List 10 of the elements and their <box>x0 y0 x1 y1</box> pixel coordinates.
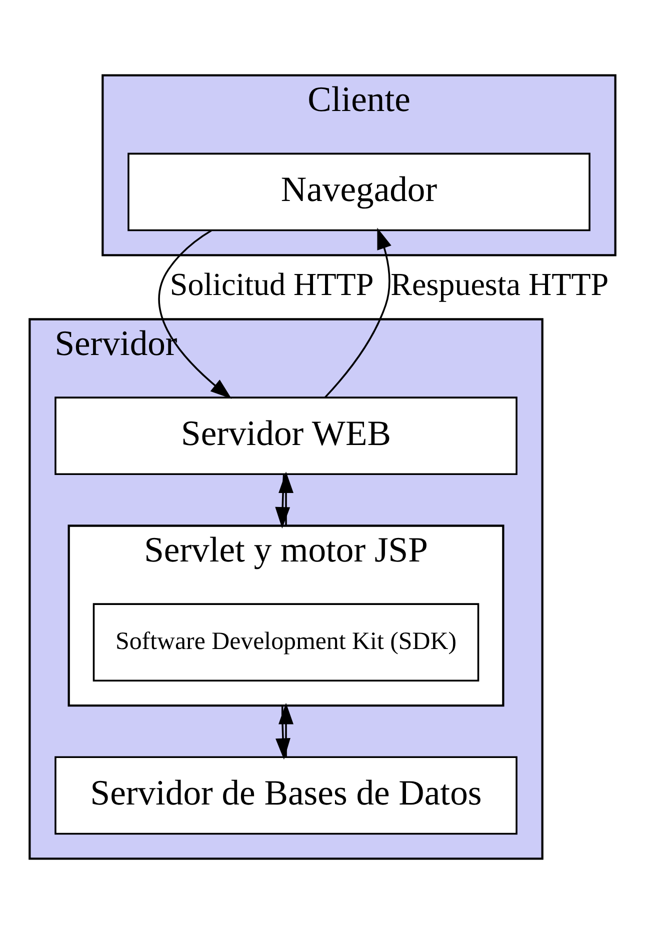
node-box: Navegador <box>128 152 590 231</box>
node-box: Servidor WEB <box>54 396 518 474</box>
node-box: Software Development Kit (SDK) <box>92 602 480 681</box>
arrow <box>158 229 232 398</box>
edge-label: Solicitud HTTP <box>170 266 374 302</box>
arrow <box>324 227 392 398</box>
node-box: Servidor de Bases de Datos <box>54 756 518 834</box>
arrow <box>278 702 294 757</box>
edge-label: Respuesta HTTP <box>390 266 609 302</box>
arrow <box>278 471 294 526</box>
